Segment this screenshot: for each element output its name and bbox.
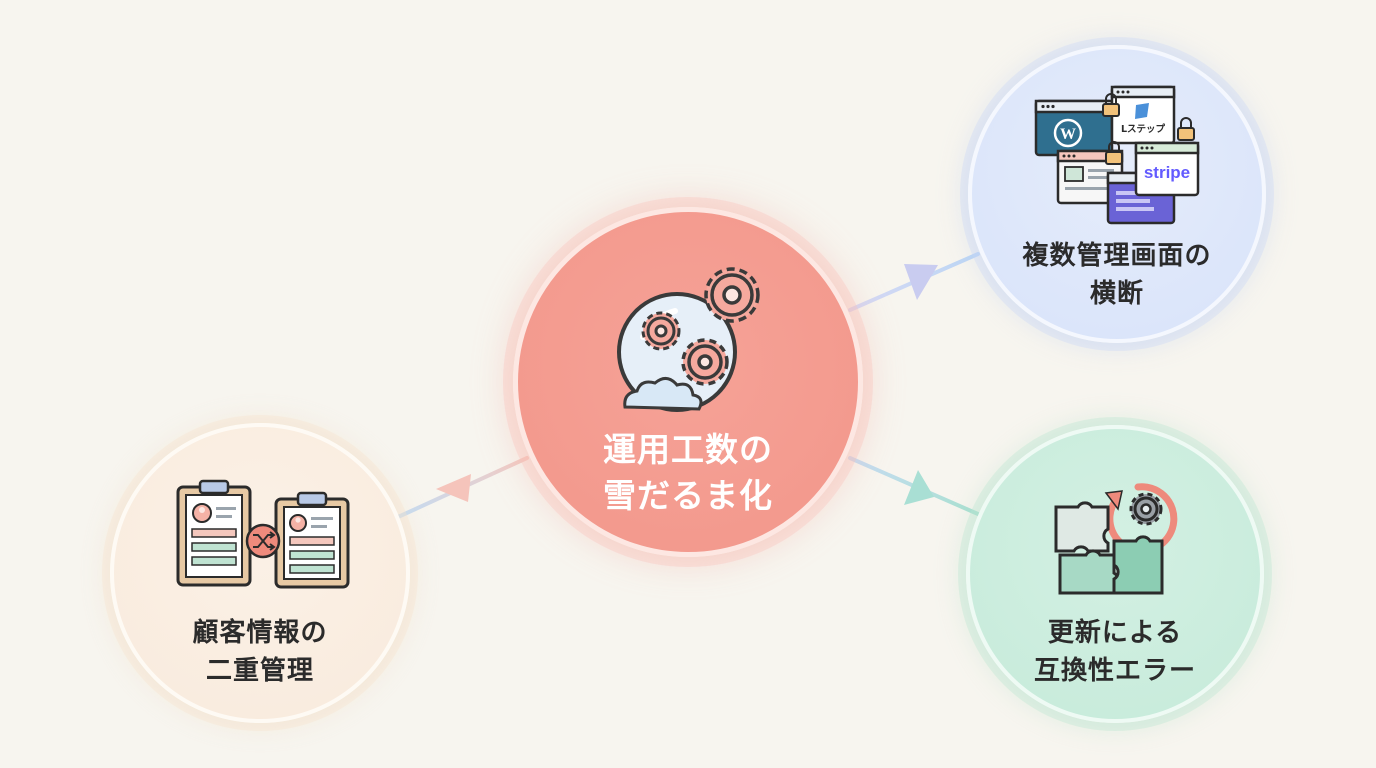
lstep-window: Lステップ: [1110, 85, 1176, 145]
compatibility-errors-label: 更新による 互換性エラー: [970, 614, 1260, 690]
node-admin-screens: W Lステップ: [968, 45, 1266, 343]
duplicate-customer-data-label-line1: 顧客情報の: [192, 618, 328, 648]
lstep-logo-text: Lステップ: [1121, 123, 1166, 135]
compatibility-errors-label-line1: 更新による: [1047, 618, 1183, 648]
center-label-line1: 運用工数の: [603, 430, 773, 469]
admin-screens-label-line1: 複数管理画面の: [1022, 241, 1212, 271]
center-node: 運用工数の 雪だるま化: [513, 207, 863, 557]
clipboard-icon: [274, 491, 350, 589]
svg-text:W: W: [1060, 126, 1076, 143]
clipboard-icon: [176, 479, 252, 587]
compatibility-errors-label-line2: 互換性エラー: [1033, 656, 1196, 686]
generic-window: [1056, 149, 1124, 205]
duplicate-customer-data-label: 顧客情報の 二重管理: [114, 614, 406, 690]
arrowhead-bottom-right: [904, 470, 934, 505]
duplicate-customer-data-label-line2: 二重管理: [205, 656, 314, 686]
wordpress-window: W: [1034, 99, 1114, 157]
stripe-window: stripe: [1134, 141, 1200, 197]
admin-screens-label-line2: 横断: [1089, 279, 1144, 309]
gears-snowball-icon: [617, 267, 760, 412]
stripe-logo-text: stripe: [1144, 163, 1190, 182]
lock-icon: [1102, 93, 1195, 165]
admin-windows-icon: W Lステップ: [1034, 85, 1200, 225]
arrowhead-bottom-left: [436, 474, 471, 502]
puzzle-update-icon: [1054, 483, 1178, 595]
node-compatibility-errors: 更新による 互換性エラー: [966, 425, 1264, 723]
node-duplicate-customer-data: 顧客情報の 二重管理: [110, 423, 410, 723]
center-label: 運用工数の 雪だるま化: [518, 427, 858, 519]
duplicate-clipboards-icon: [176, 479, 350, 589]
arrowhead-top-right: [904, 264, 938, 300]
admin-screens-label: 複数管理画面の 横断: [972, 237, 1262, 313]
center-label-line2: 雪だるま化: [603, 476, 773, 515]
shuffle-icon: [245, 523, 281, 559]
